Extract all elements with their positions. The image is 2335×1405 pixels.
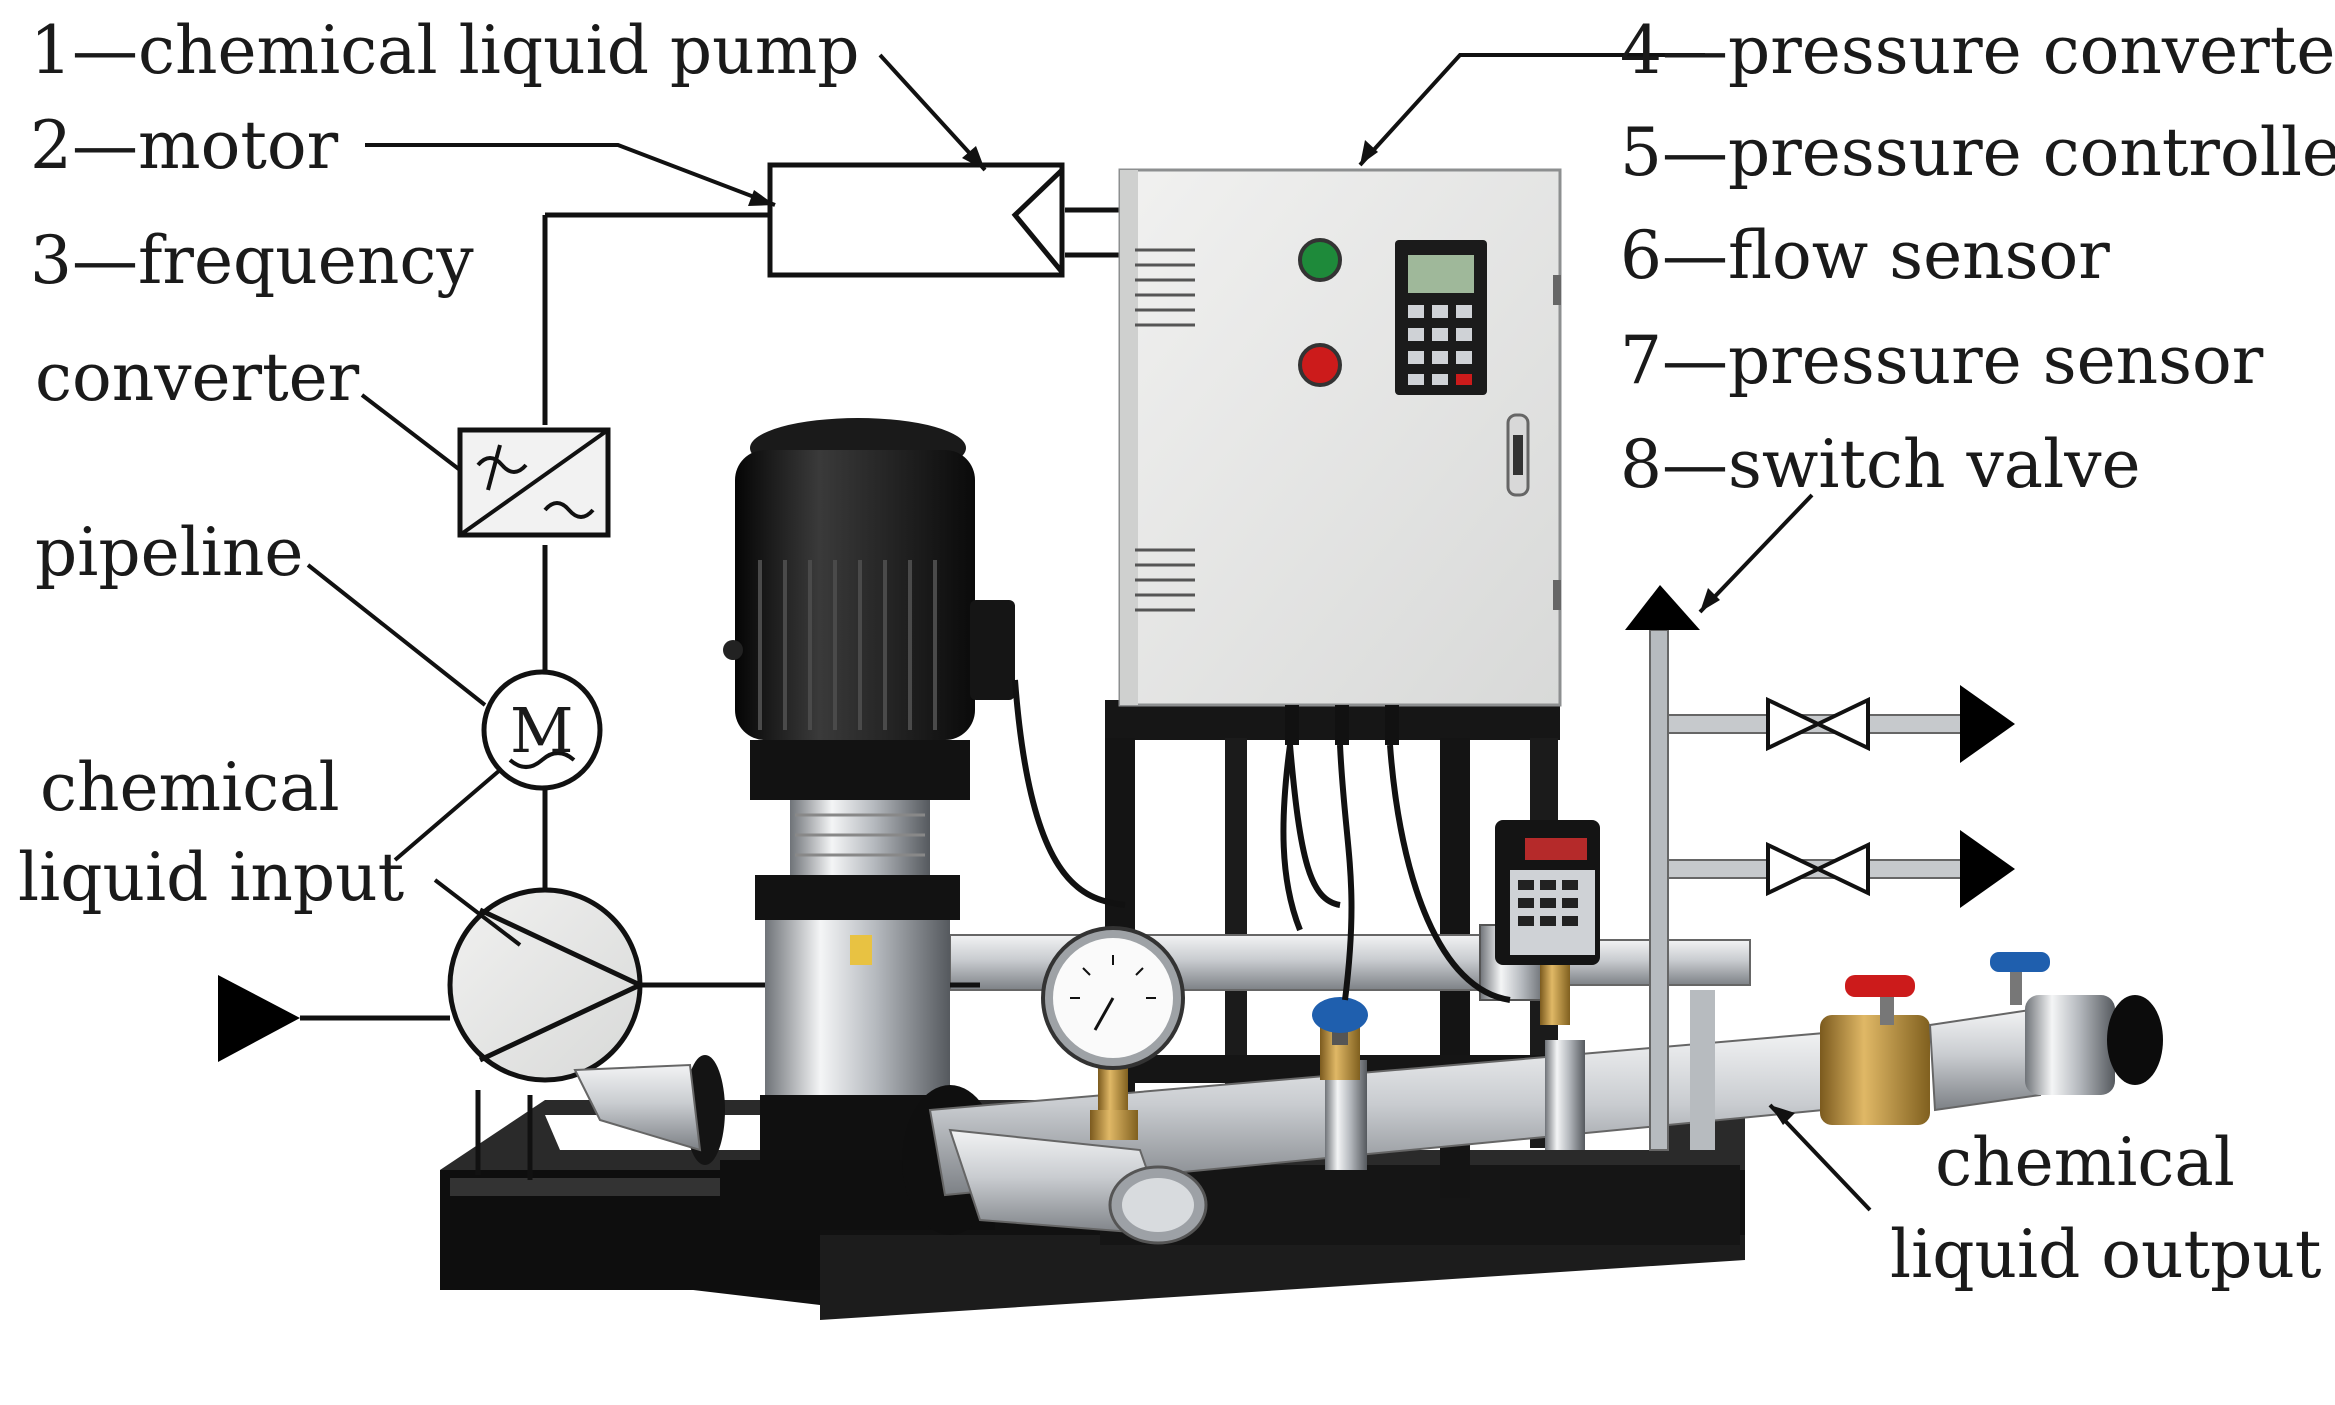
legend-item-5: 5—pressure controller [1620,114,2335,191]
vertical-pump [685,418,1015,1235]
inlet-pipe [573,1063,702,1152]
motor-symbol-letter: M [510,694,574,767]
leader-arrowheads [748,140,1795,1125]
flow-sensor-device [1495,820,1600,1025]
output-label-line1: chemical [1935,1124,2235,1201]
legend-item-1: 1—chemical liquid pump [30,12,860,89]
outlet-pipeline [928,952,2163,1245]
pressure-gauge [1041,926,1185,1140]
converter-label: converter [35,339,360,416]
right-arrow-icon [1960,830,2015,908]
up-arrow-icon [1625,585,1700,630]
pipeline-label: pipeline [35,514,304,591]
input-label-line2: liquid input [18,839,405,916]
leader-lines [306,53,1872,1212]
input-arrow-icon [218,975,300,1062]
converter-symbol-icon [457,427,611,538]
blue-valve [1312,997,1368,1080]
output-label-line2: liquid output [1890,1216,2322,1293]
motor-symbol-icon [481,669,603,791]
valve-symbol-icon [1766,696,1870,897]
legend-item-6: 6—flow sensor [1620,217,2110,294]
right-arrow-icon [1960,685,2015,763]
schematic-lines [300,207,1120,1180]
input-label-line1: chemical [40,749,340,826]
legend-item-2: 2—motor [30,107,339,184]
legend-item-7: 7—pressure sensor [1620,322,2264,399]
legend-item-8: 8—switch valve [1620,426,2141,503]
tank-symbol-icon [767,162,1065,278]
switch-valve-manifold [1625,585,2015,1151]
control-cabinet [1118,168,1562,745]
cables [1012,679,1511,1003]
legend-item-4: 4—pressure converter [1620,12,2335,89]
legend-item-3: 3—frequency [30,222,474,299]
